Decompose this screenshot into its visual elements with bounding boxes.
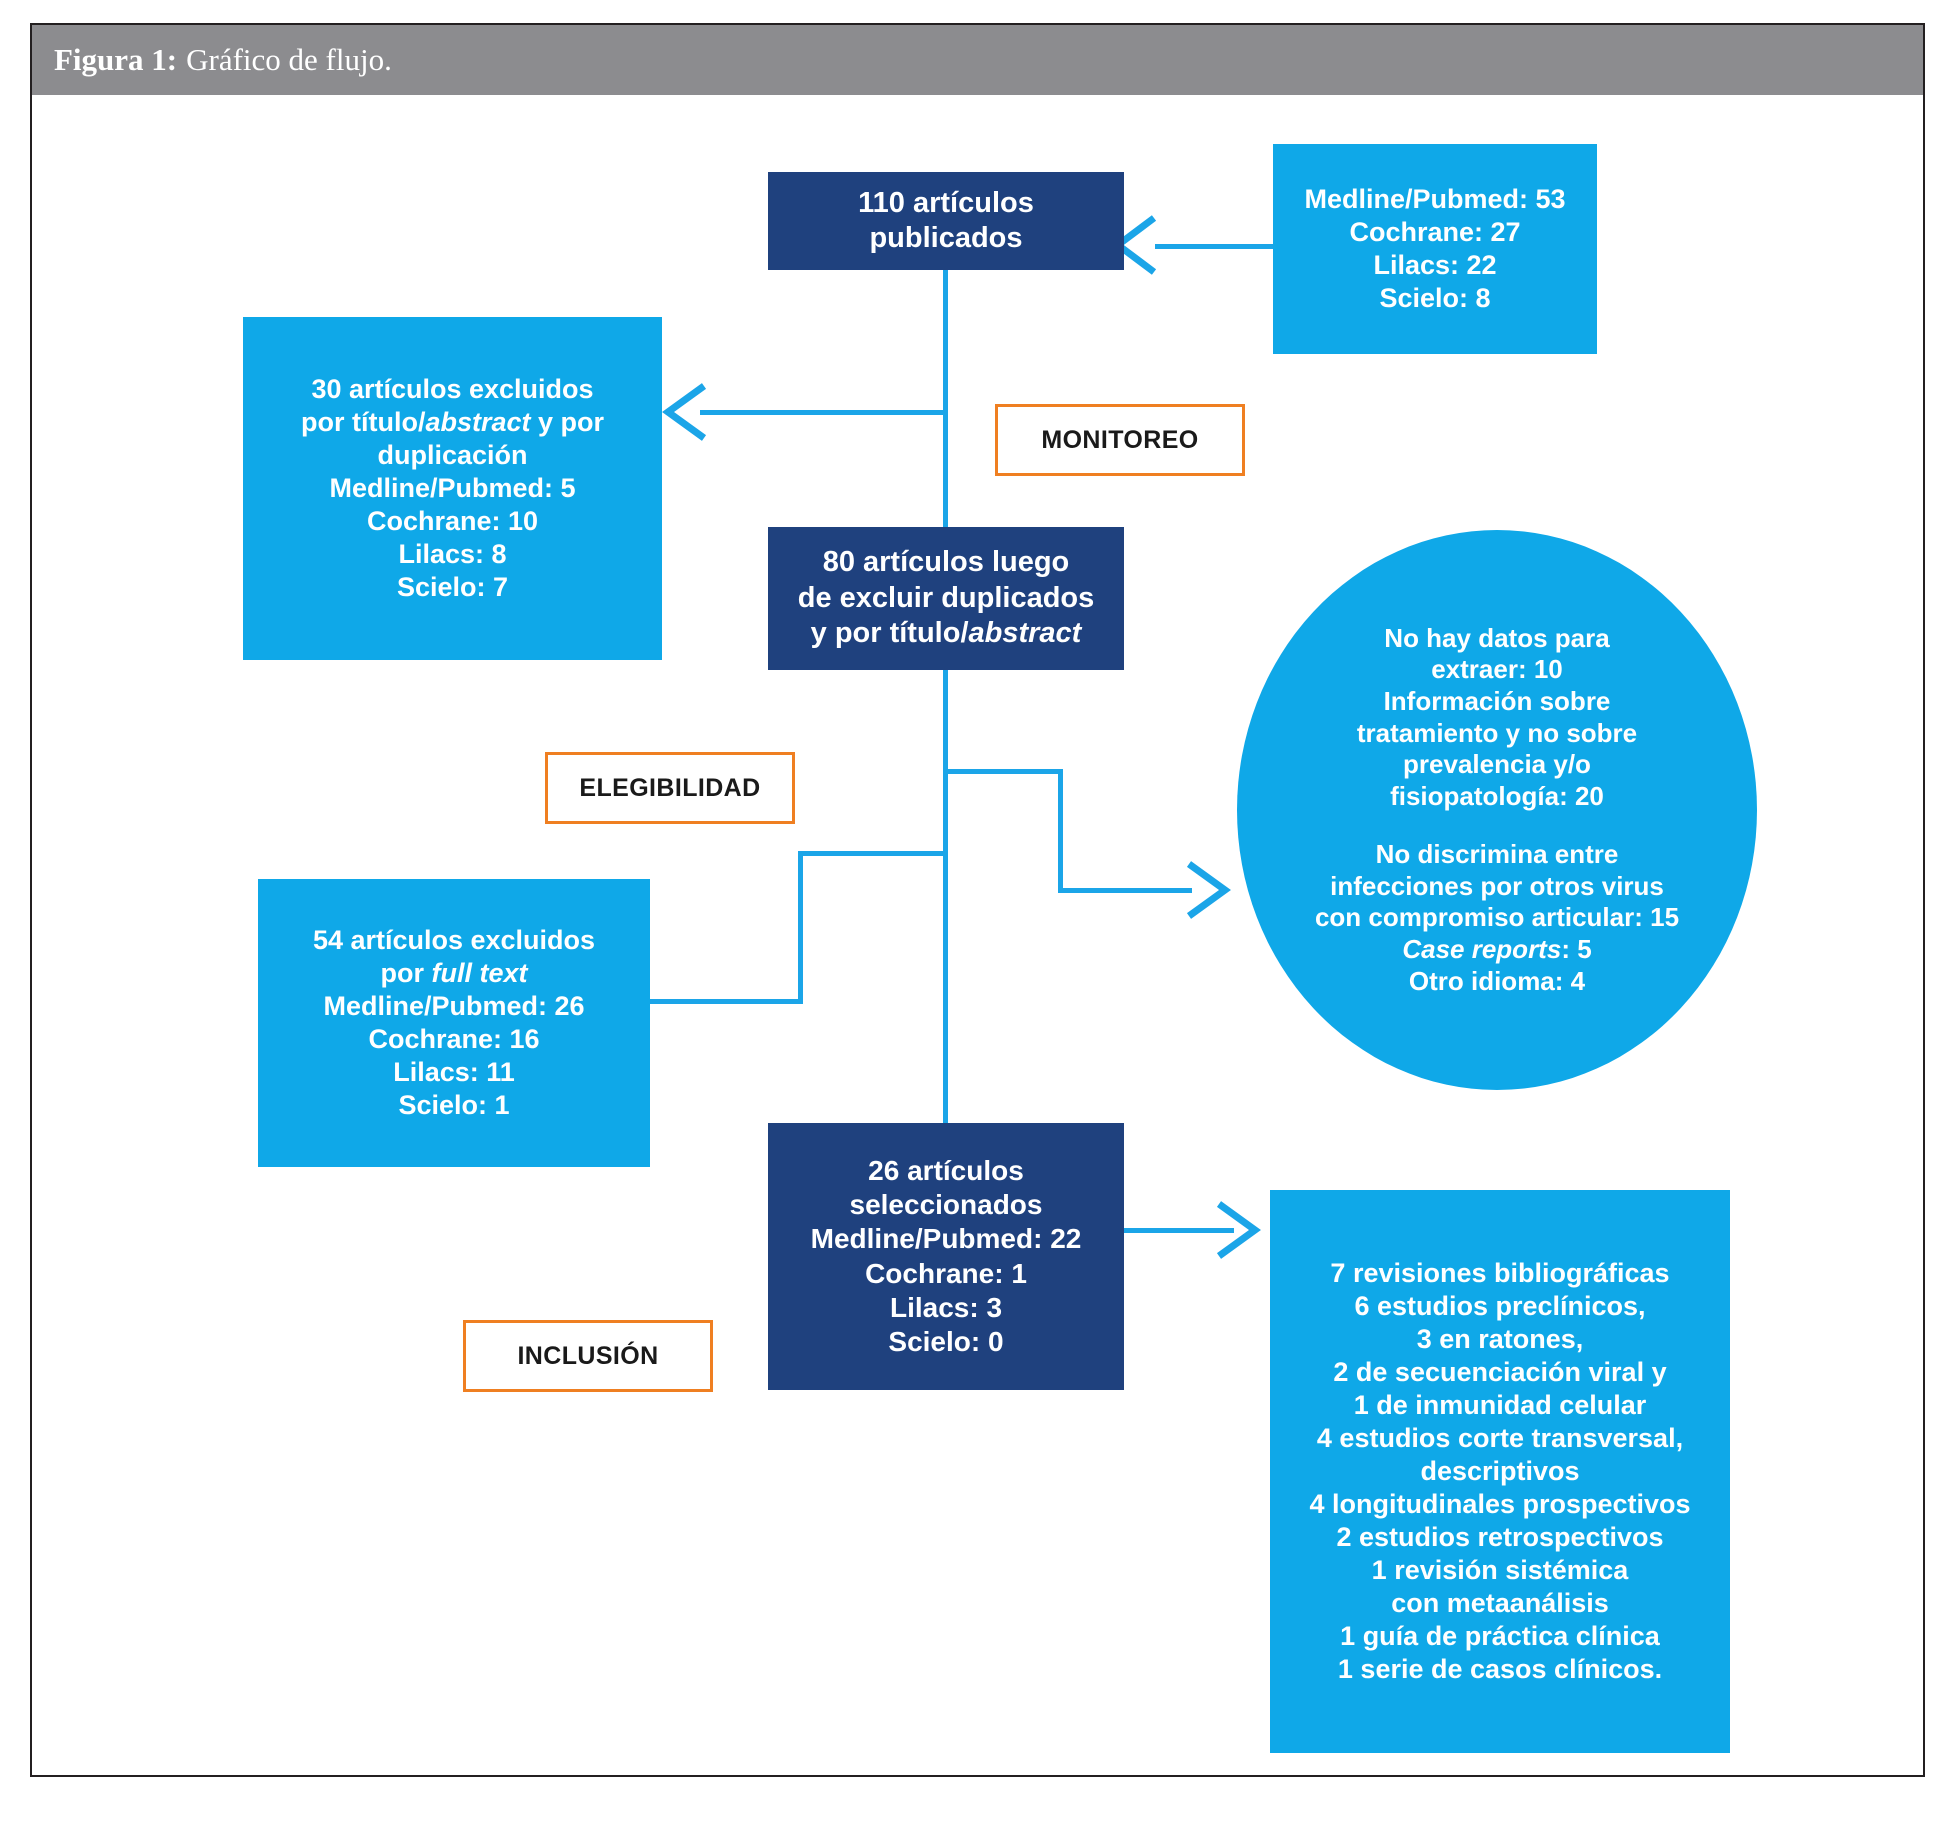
- result-line: con metaanálisis: [1391, 1587, 1609, 1618]
- node-published-articles[interactable]: 110 artículos publicados: [768, 172, 1124, 270]
- excluded54-count: Lilacs: 11: [393, 1056, 515, 1087]
- excluded30-count: Medline/Pubmed: 5: [329, 473, 576, 504]
- excluded30-count: Scielo: 7: [396, 571, 509, 602]
- connector-to-reasons-seg2: [1058, 769, 1063, 893]
- connector-to-excluded54-seg3: [648, 999, 803, 1004]
- selected-count: Scielo: 0: [888, 1325, 1004, 1357]
- reason-spacer: [1247, 813, 1747, 839]
- reason-case-reports-emphasis: Case reports: [1402, 934, 1562, 965]
- node-included-study-types-body: 7 revisiones bibliográficas 6 estudios p…: [1270, 1257, 1730, 1685]
- connector-to-reasons-seg1: [943, 769, 1063, 774]
- source-line: Cochrane: 27: [1349, 217, 1521, 248]
- dedup-line1: 80 artículos luego: [822, 546, 1070, 579]
- reason-line: infecciones por otros virus: [1330, 870, 1664, 901]
- reason-line: Información sobre: [1383, 685, 1611, 716]
- source-line: Lilacs: 22: [1373, 250, 1497, 280]
- result-line: 4 estudios corte transversal,: [1316, 1423, 1684, 1454]
- reason-line: con compromiso articular: 15: [1314, 902, 1680, 933]
- excluded54-count: Medline/Pubmed: 26: [323, 991, 585, 1022]
- reason-line: No hay datos para: [1384, 622, 1610, 653]
- connector-sources-to-published: [1155, 244, 1275, 249]
- result-line: 3 en ratones,: [1416, 1324, 1584, 1355]
- connector-to-excluded54-seg2: [798, 851, 803, 1003]
- selected-count: Cochrane: 1: [865, 1257, 1027, 1289]
- excluded30-line2-emphasis: abstract: [425, 407, 531, 438]
- dedup-line3-emphasis: abstract: [968, 617, 1082, 650]
- reason-line: No discrimina entre: [1375, 838, 1619, 869]
- excluded30-line2-a: por título/: [300, 407, 426, 438]
- node-excluded-title-abstract-body: 30 artículos excluidos por título/abstra…: [243, 373, 662, 604]
- connector-dedup-down: [943, 670, 948, 1123]
- source-line: Scielo: 8: [1379, 282, 1491, 313]
- excluded30-line3: duplicación: [377, 440, 528, 471]
- source-line: Medline/Pubmed: 53: [1304, 184, 1566, 215]
- excluded30-line1: 30 artículos excluidos: [311, 374, 594, 405]
- node-excluded-fulltext[interactable]: 54 artículos excluidos por full text Med…: [258, 879, 650, 1167]
- excluded54-line1: 54 artículos excluidos: [312, 925, 596, 956]
- node-exclusion-reasons[interactable]: No hay datos para extraer: 10 Informació…: [1237, 530, 1757, 1090]
- result-line: 2 estudios retrospectivos: [1336, 1521, 1664, 1552]
- dedup-line3-a: y por título/: [810, 617, 969, 650]
- node-after-dedup[interactable]: 80 artículos luego de excluir duplicados…: [768, 527, 1124, 670]
- connector-selected-to-results: [1124, 1228, 1234, 1233]
- connector-published-down: [943, 270, 948, 527]
- figure-caption: Figura 1: Gráfico de flujo.: [32, 25, 1923, 95]
- excluded54-line2-emphasis: full text: [431, 958, 528, 989]
- stage-label-eligibility-text: ELEGIBILIDAD: [579, 773, 761, 802]
- stage-label-monitoring: MONITOREO: [995, 404, 1245, 476]
- result-line: 1 serie de casos clínicos.: [1337, 1653, 1663, 1684]
- node-included-study-types[interactable]: 7 revisiones bibliográficas 6 estudios p…: [1270, 1190, 1730, 1753]
- connector-to-excluded54-seg1: [798, 851, 945, 856]
- reason-case-reports: Case reports: 5: [1247, 934, 1747, 966]
- reason-case-reports-value: : 5: [1561, 934, 1592, 965]
- result-line: 1 guía de práctica clínica: [1340, 1620, 1660, 1651]
- stage-label-inclusion-text: INCLUSIÓN: [517, 1341, 659, 1370]
- stage-label-eligibility: ELEGIBILIDAD: [545, 752, 795, 824]
- selected-line2: seleccionados: [849, 1189, 1043, 1221]
- node-excluded-fulltext-body: 54 artículos excluidos por full text Med…: [258, 924, 650, 1122]
- reason-line: fisiopatología: 20: [1390, 781, 1604, 812]
- node-excluded-title-abstract[interactable]: 30 artículos excluidos por título/abstra…: [243, 317, 662, 660]
- result-line: 4 longitudinales prospectivos: [1309, 1488, 1691, 1519]
- result-line: 1 revisión sistémica: [1371, 1554, 1629, 1585]
- selected-line1: 26 artículos: [868, 1155, 1024, 1187]
- result-line: 6 estudios preclínicos,: [1354, 1291, 1646, 1322]
- selected-count: Medline/Pubmed: 22: [810, 1223, 1082, 1255]
- figure-label: Figura 1:: [54, 42, 178, 77]
- excluded54-count: Cochrane: 16: [368, 1024, 540, 1054]
- dedup-line3: y por título/abstract: [778, 616, 1114, 651]
- node-after-dedup-body: 80 artículos luego de excluir duplicados…: [768, 545, 1124, 651]
- figure-caption-text: Gráfico de flujo.: [186, 42, 392, 77]
- result-line: 2 de secuenciación viral y: [1333, 1357, 1667, 1388]
- node-exclusion-reasons-body: No hay datos para extraer: 10 Informació…: [1237, 623, 1757, 998]
- excluded54-line2: por full text: [268, 957, 640, 990]
- reason-line: prevalencia y/o: [1403, 749, 1591, 780]
- reason-line: tratamiento y no sobre: [1356, 717, 1638, 748]
- stage-label-monitoring-text: MONITOREO: [1041, 425, 1199, 454]
- result-line: 1 de inmunidad celular: [1353, 1390, 1647, 1421]
- excluded30-count: Cochrane: 10: [366, 505, 539, 536]
- stage-label-inclusion: INCLUSIÓN: [463, 1320, 713, 1392]
- node-selected-articles[interactable]: 26 artículos seleccionados Medline/Pubme…: [768, 1123, 1124, 1390]
- reason-line: extraer: 10: [1431, 654, 1563, 685]
- result-line: descriptivos: [1420, 1456, 1580, 1487]
- excluded30-line2-b: y por: [530, 407, 605, 438]
- connector-to-excluded30: [700, 410, 945, 415]
- dedup-line2: de excluir duplicados: [797, 581, 1095, 614]
- node-database-sources-list: Medline/Pubmed: 53 Cochrane: 27 Lilacs: …: [1273, 183, 1597, 315]
- excluded54-line2-a: por: [380, 958, 432, 989]
- reason-other-language: Otro idioma: 4: [1408, 965, 1586, 996]
- selected-count: Lilacs: 3: [889, 1291, 1003, 1323]
- node-published-articles-label: 110 artículos publicados: [858, 186, 1034, 254]
- excluded54-count: Scielo: 1: [398, 1089, 510, 1120]
- result-line: 7 revisiones bibliográficas: [1330, 1258, 1670, 1289]
- node-selected-articles-body: 26 artículos seleccionados Medline/Pubme…: [768, 1154, 1124, 1359]
- excluded30-line2: por título/abstract y por: [253, 406, 652, 439]
- node-database-sources[interactable]: Medline/Pubmed: 53 Cochrane: 27 Lilacs: …: [1273, 144, 1597, 354]
- connector-to-reasons-seg3: [1058, 888, 1192, 893]
- excluded30-count: Lilacs: 8: [398, 538, 507, 569]
